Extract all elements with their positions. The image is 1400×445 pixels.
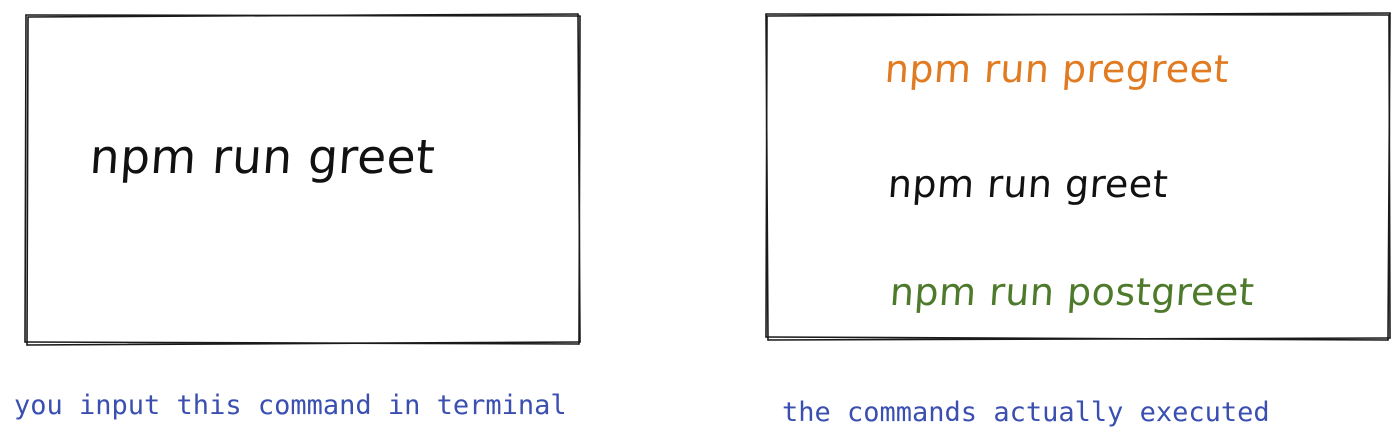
greet-command-text: npm run greet (886, 162, 1170, 206)
pregreet-command-text: npm run pregreet (883, 47, 1231, 91)
executed-commands-box (765, 12, 1391, 341)
executed-caption: the commands actually executed (782, 397, 1270, 428)
input-command-text: npm run greet (88, 130, 438, 185)
input-caption: you input this command in terminal (14, 390, 567, 421)
postgreet-command-text: npm run postgreet (888, 270, 1256, 314)
input-command-box (24, 13, 581, 346)
